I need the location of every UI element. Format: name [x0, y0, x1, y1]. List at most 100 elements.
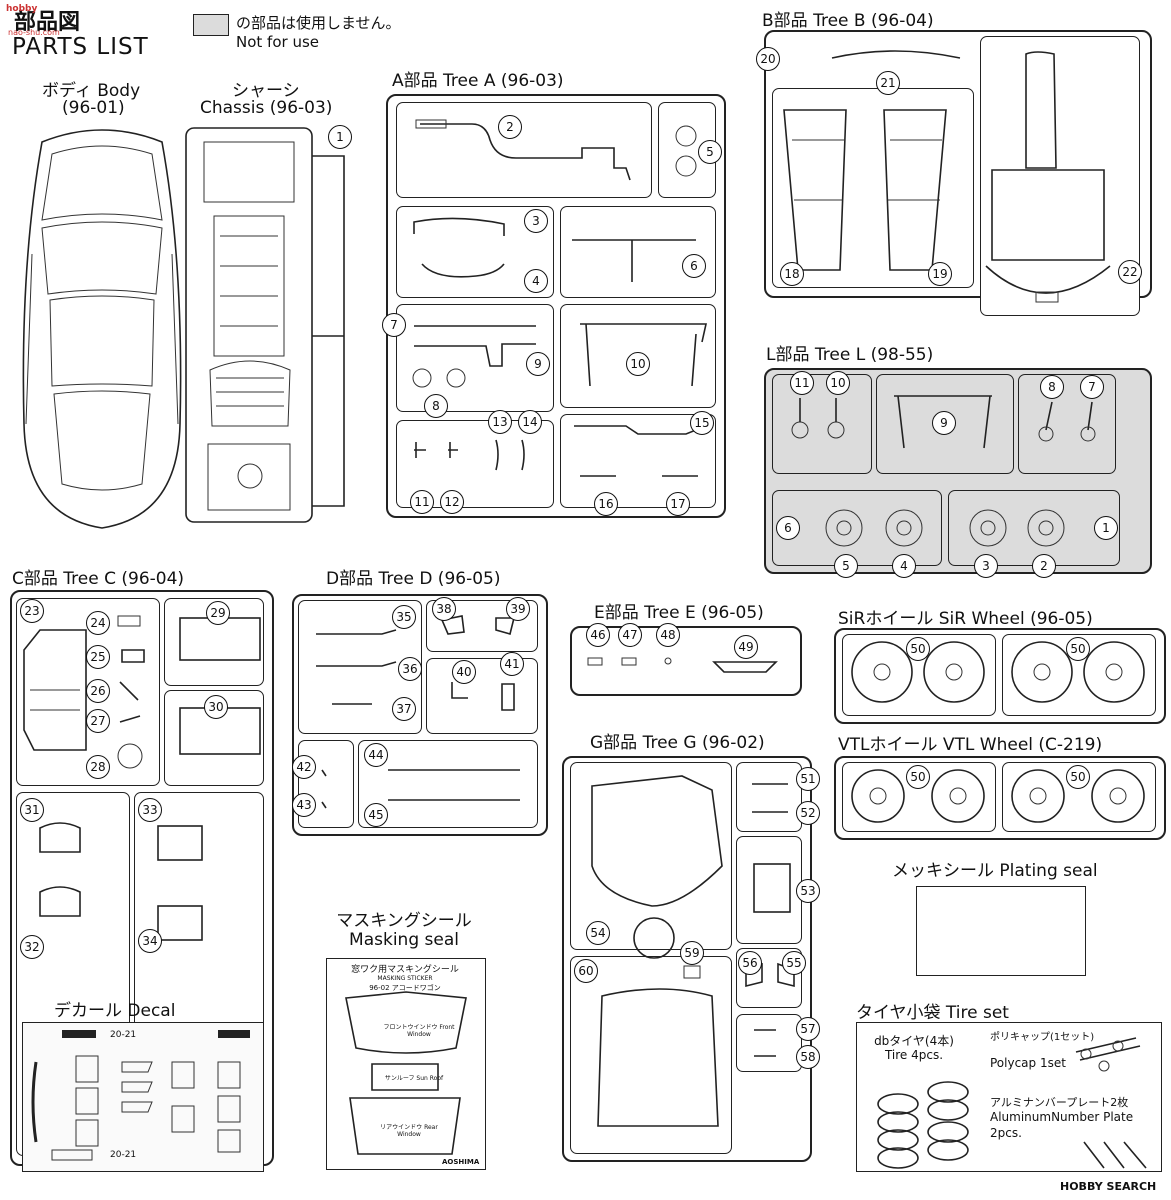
part-number-30: 30 — [204, 695, 228, 719]
part-number-52: 52 — [796, 801, 820, 825]
tire-drawings — [877, 1037, 1147, 1169]
plate-label-jp: アルミナンバープレート2枚 — [990, 1096, 1129, 1109]
part-number-20: 20 — [756, 47, 780, 71]
part-number-6: 6 — [682, 254, 706, 278]
part-number-55: 55 — [782, 951, 806, 975]
part-number-42: 42 — [292, 755, 316, 779]
tire-label-jp: dbタイヤ(4本) — [874, 1034, 954, 1048]
part-number-l5: 5 — [834, 554, 858, 578]
part-number-59: 59 — [680, 941, 704, 965]
tree-b-drawings — [783, 50, 1111, 303]
part-number-33: 33 — [138, 798, 162, 822]
sir-wheel-cell-left — [842, 634, 996, 716]
tree-a-drawings — [412, 119, 707, 477]
masking-sheet-sub: MASKING STICKER — [377, 975, 433, 982]
part-number-15: 15 — [690, 411, 714, 435]
tree-g-cell-glass — [736, 836, 802, 944]
part-number-17: 17 — [666, 492, 690, 516]
tree-c-drawings — [23, 615, 261, 941]
part-number-31: 31 — [20, 798, 44, 822]
part-number-l4: 4 — [892, 554, 916, 578]
sir-wheel-title: SiRホイール SiR Wheel (96-05) — [838, 609, 1093, 629]
part-number-l9: 9 — [932, 411, 956, 435]
decal-plate-a: 20-21 — [110, 1030, 137, 1040]
part-number-l11: 11 — [790, 371, 814, 395]
tree-d-title: D部品 Tree D (96-05) — [326, 569, 501, 589]
plate-label-en: AluminumNumber Plate — [990, 1110, 1134, 1124]
tree-e-drawings — [587, 657, 778, 673]
part-number-3: 3 — [524, 209, 548, 233]
part-number-5: 5 — [698, 140, 722, 164]
part-number-1-chassis: 1 — [328, 125, 352, 149]
tree-g-cell-lights-top — [736, 762, 802, 832]
chassis-drawing — [185, 127, 345, 523]
part-number-21: 21 — [876, 71, 900, 95]
part-number-18: 18 — [780, 262, 804, 286]
tree-a-cell-muffler — [396, 102, 652, 198]
body-drawing — [22, 129, 182, 529]
part-number-34: 34 — [138, 929, 162, 953]
part-number-26: 26 — [86, 679, 110, 703]
part-number-47: 47 — [618, 623, 642, 647]
part-number-19: 19 — [928, 262, 952, 286]
body-title: ボディ Body — [42, 81, 141, 101]
part-number-35: 35 — [392, 605, 416, 629]
decal-sheet — [22, 1022, 264, 1172]
part-number-7: 7 — [382, 313, 406, 337]
part-number-24: 24 — [86, 611, 110, 635]
masking-drawings — [345, 991, 467, 1155]
masking-title-en: Masking seal — [349, 930, 459, 950]
part-number-12: 12 — [440, 490, 464, 514]
tree-b-cell-doors — [772, 88, 974, 288]
part-number-39: 39 — [506, 597, 530, 621]
part-number-50-sir-b: 50 — [1066, 637, 1090, 661]
part-number-11: 11 — [410, 490, 434, 514]
part-number-22: 22 — [1118, 260, 1142, 284]
part-number-28: 28 — [86, 755, 110, 779]
legend-swatch — [193, 14, 229, 36]
masking-sheet-title: 窓ワク用マスキングシール — [351, 965, 459, 975]
legend-jp: の部品は使用しません。 — [236, 14, 401, 32]
part-number-13: 13 — [488, 410, 512, 434]
tree-a-title: A部品 Tree A (96-03) — [392, 71, 564, 91]
tree-d-cell-bars — [358, 740, 538, 828]
tree-a-cell-frame — [560, 206, 716, 298]
part-number-60: 60 — [574, 959, 598, 983]
decal-title: デカール Decal — [54, 1001, 176, 1021]
tire-set-box — [856, 1022, 1162, 1172]
masking-rear-label: リアウインドウ Rear Window — [380, 1124, 438, 1138]
tree-c-title: C部品 Tree C (96-04) — [12, 569, 185, 589]
plate-count: 2pcs. — [990, 1126, 1022, 1140]
plating-seal-box — [916, 886, 1086, 976]
part-number-40: 40 — [452, 660, 476, 684]
watermark-left-url: nao-shu.com — [8, 28, 60, 37]
tire-label-en: Tire 4pcs. — [884, 1048, 944, 1062]
sir-wheel-drawings — [851, 641, 1145, 703]
masking-front-label: フロントウインドウ Front Window — [383, 1024, 455, 1038]
part-number-51: 51 — [796, 767, 820, 791]
tree-l-cell-wheels-left — [772, 490, 942, 566]
masking-title-jp: マスキングシール — [336, 911, 472, 931]
vtl-wheel-title: VTLホイール VTL Wheel (C-219) — [838, 735, 1103, 755]
part-number-27: 27 — [86, 709, 110, 733]
part-number-l3: 3 — [974, 554, 998, 578]
masking-sheet — [326, 958, 486, 1170]
tree-e-title: E部品 Tree E (96-05) — [594, 603, 764, 623]
decal-drawings — [31, 1030, 250, 1161]
part-number-46: 46 — [586, 623, 610, 647]
part-number-56: 56 — [738, 951, 762, 975]
part-number-l2: 2 — [1032, 554, 1056, 578]
vtl-wheel-drawings — [851, 769, 1145, 823]
part-number-l1: 1 — [1094, 516, 1118, 540]
tree-l-cell-wheels-right — [948, 490, 1120, 566]
tree-g-title: G部品 Tree G (96-02) — [590, 733, 765, 753]
chassis-title-jp: シャーシ — [232, 81, 300, 101]
part-number-58: 58 — [796, 1045, 820, 1069]
legend-en: Not for use — [236, 33, 319, 51]
watermark-right: HOBBY SEARCH — [1060, 1180, 1157, 1193]
part-number-53: 53 — [796, 879, 820, 903]
part-number-29: 29 — [206, 601, 230, 625]
part-number-l7: 7 — [1080, 375, 1104, 399]
part-number-l8: 8 — [1040, 375, 1064, 399]
part-number-50-vtl-b: 50 — [1066, 765, 1090, 789]
